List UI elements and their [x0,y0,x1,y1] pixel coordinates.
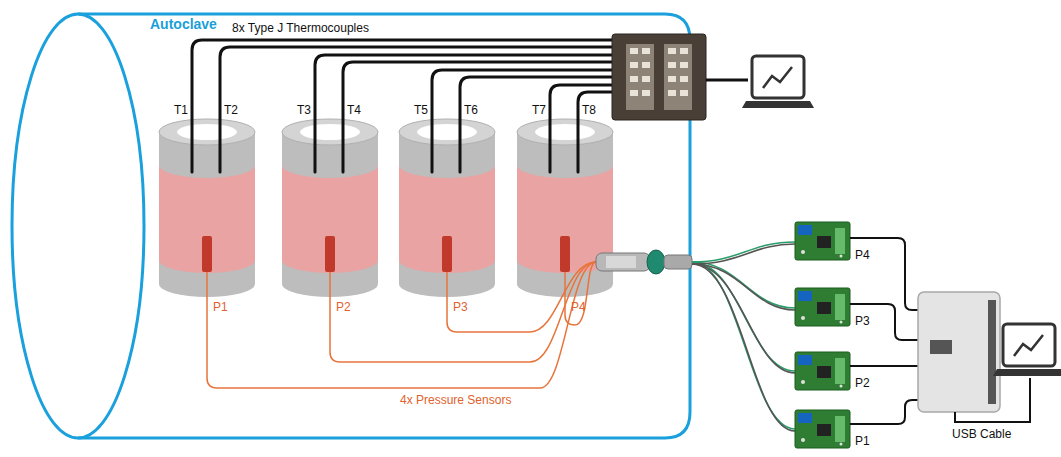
thermocouple-wires [460,77,612,172]
part-label: T6 [464,103,478,117]
data-cable [706,79,748,82]
part-label: P1 [213,300,228,314]
part-label: T1 [174,103,188,117]
thermocouple-wires [192,40,612,172]
vessel-title: Autoclave [150,16,217,33]
pressure-sensor-wires [447,262,596,332]
part-label: 8x Type J Thermocouples [232,21,369,35]
sensor-cables [692,242,795,431]
daq-device [930,340,952,354]
part-label: P1 [855,434,870,448]
setup-illustration [993,324,1061,376]
vessel-outline [12,14,144,438]
pressure-sensor-wires [330,262,596,362]
setup-illustration [795,410,850,448]
terminal-box [630,90,638,96]
sample-cylinders [282,119,378,297]
part-label: P4 [571,300,586,314]
terminal-box [680,48,688,54]
terminal-box [630,62,638,68]
thermocouple-wires [432,70,612,172]
board-cables [850,238,918,424]
terminal-box [642,90,650,96]
part-label: P4 [855,248,870,262]
sensor-cables [692,244,795,264]
vessel-outline [0,0,700,445]
part-label: P3 [855,314,870,328]
terminal-box [680,62,688,68]
feedthrough-connector [596,250,692,274]
thermocouple-wires [192,40,612,172]
terminal-box [642,62,650,68]
thermocouple-wires [550,85,612,172]
terminal-box [630,48,688,96]
terminal-box [630,76,638,82]
daq-device [918,292,1000,412]
setup-illustration [742,56,814,108]
terminal-box [668,76,676,82]
part-label: P2 [855,376,870,390]
terminal-box [668,90,676,96]
terminal-box [612,34,706,120]
daq-device [988,300,996,404]
terminal-box [680,90,688,96]
part-label: 4x Pressure Sensors [400,393,511,407]
part-label: T4 [347,103,361,117]
part-label: T7 [532,103,546,117]
sensor-cables [692,264,795,373]
sensor-cables [692,262,795,429]
feedthrough-connector [606,256,636,268]
sensor-cables [692,264,795,431]
setup-illustration [795,352,850,390]
feedthrough-connector [596,253,650,271]
thermocouple-wires [578,92,612,172]
part-label: T5 [414,103,428,117]
setup-illustration [795,222,850,260]
part-label: T3 [297,103,311,117]
terminal-box [664,44,692,110]
board-cables [850,400,918,424]
feedthrough-connector [647,250,665,274]
autoclave-vessel: Autoclave [0,0,700,445]
pressure-sensor-wires [207,262,596,388]
pressure-sensor-wires [207,262,596,388]
sample-cylinders [159,119,613,297]
sample-cylinders [159,119,255,297]
sample-cylinders [399,119,495,297]
feedthrough-connector [664,255,692,269]
terminal-box [626,44,654,110]
terminal-box [642,48,650,54]
sensor-cables [692,262,795,371]
thermocouple-wires [315,55,612,172]
terminal-box [668,62,676,68]
thermocouple-wires [343,62,612,172]
part-label: P2 [336,300,351,314]
board-cables [850,304,918,340]
daq-device [918,292,1000,412]
part-label: USB Cable [952,427,1011,441]
part-label: T8 [582,103,596,117]
terminal-box [642,76,650,82]
setup-illustration [795,288,850,326]
part-label: T2 [224,103,238,117]
board-cables [850,365,918,367]
part-label: P3 [453,300,468,314]
terminal-box [612,34,706,120]
terminal-box [680,76,688,82]
vessel-outline [78,14,690,438]
usb-cable [955,378,1030,422]
board-cables [850,238,918,310]
terminal-box [630,48,638,54]
pressure-sensor-wires [565,262,596,325]
thermocouple-wires [220,47,612,172]
terminal-box [668,48,676,54]
